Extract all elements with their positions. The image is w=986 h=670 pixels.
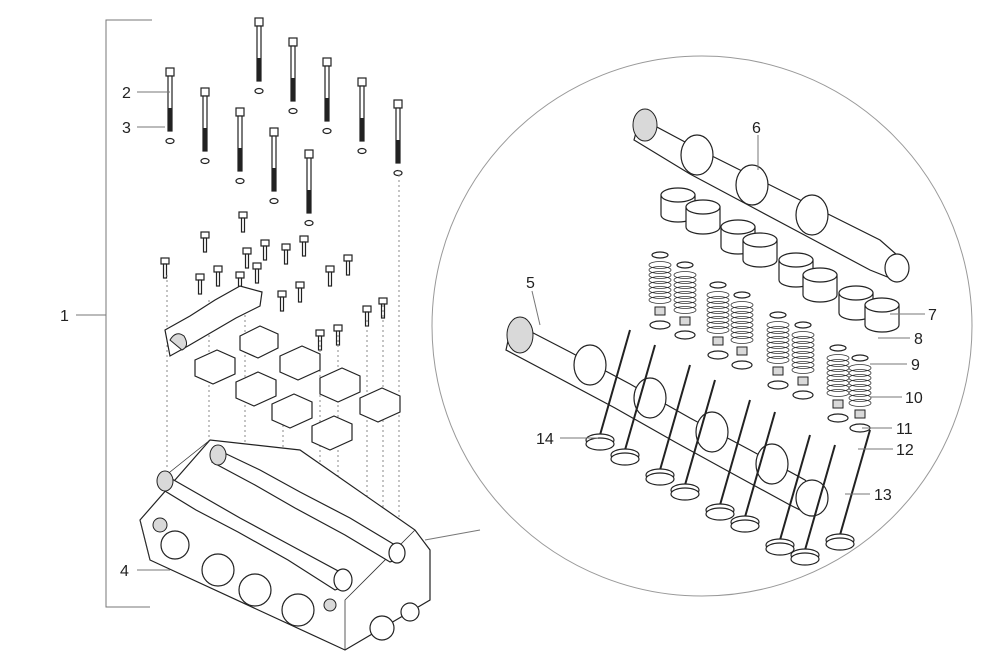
head-bolt [200,87,210,165]
cap-bolt [333,324,343,346]
callout-4: 4 [120,563,129,580]
cap-bolt [343,254,353,276]
head-bolt [393,99,403,177]
callout-2: 2 [122,85,131,102]
head-bolt [165,67,175,145]
callout-14: 14 [536,431,554,448]
valve [825,429,871,551]
cap-bolt [281,243,291,265]
head-bolt [269,127,279,205]
camshaft-upper [632,108,910,283]
head-bolt [357,77,367,155]
valve-spring [706,281,730,360]
valve [765,434,811,556]
valve [705,399,751,521]
head-bolt [322,57,332,135]
valve [645,364,691,486]
callout-8: 8 [914,331,923,348]
cap-bolts [160,211,388,351]
valve [670,379,716,501]
tappet [802,267,838,303]
cap-bolt [277,290,287,312]
valve-spring [673,261,697,340]
cylinder-head [139,439,431,651]
callout-leaders [137,91,925,571]
valve [730,411,776,533]
cap-bolt [242,247,252,269]
cap-bolt [252,262,262,284]
head-bolts [165,17,403,227]
valve [610,344,656,466]
callout-labels: 1 2 3 4 5 6 7 8 9 10 11 12 13 14 [60,85,937,580]
valve-spring [730,291,754,370]
callout-10: 10 [905,390,923,407]
cap-bolt [260,239,270,261]
valve-spring [848,354,872,433]
cap-bolt [195,273,205,295]
head-bolt [235,107,245,185]
head-bolt [304,149,314,227]
cap-bolt [238,211,248,233]
cap-bolt [213,265,223,287]
callout-11: 11 [896,421,913,438]
head-bolt [288,37,298,115]
valve-train-components [585,187,900,566]
valve-spring [791,321,815,400]
callout-6: 6 [752,120,761,137]
callout-1: 1 [60,308,69,325]
bearing-caps [164,285,401,451]
cap-bolt [325,265,335,287]
tappet [685,199,721,235]
callout-5: 5 [526,275,535,292]
camshaft-lower [505,316,829,517]
head-bolt [254,17,264,95]
valve-spring [648,251,672,330]
valve-spring [766,311,790,390]
detail-magnifier [424,55,973,597]
valve [790,444,836,566]
callout-9: 9 [911,357,920,374]
cap-bolt [295,281,305,303]
cap-bolt [299,235,309,257]
valve-spring [826,344,850,423]
cap-bolt [160,257,170,279]
callout-3: 3 [122,120,131,137]
cap-bolt [362,305,372,327]
callout-13: 13 [874,487,892,504]
callout-12: 12 [896,442,914,459]
valve [585,329,631,451]
tappet [742,232,778,268]
callout-7: 7 [928,307,937,324]
assembly-bracket [76,19,152,608]
tappet [864,297,900,333]
cap-bolt [200,231,210,253]
